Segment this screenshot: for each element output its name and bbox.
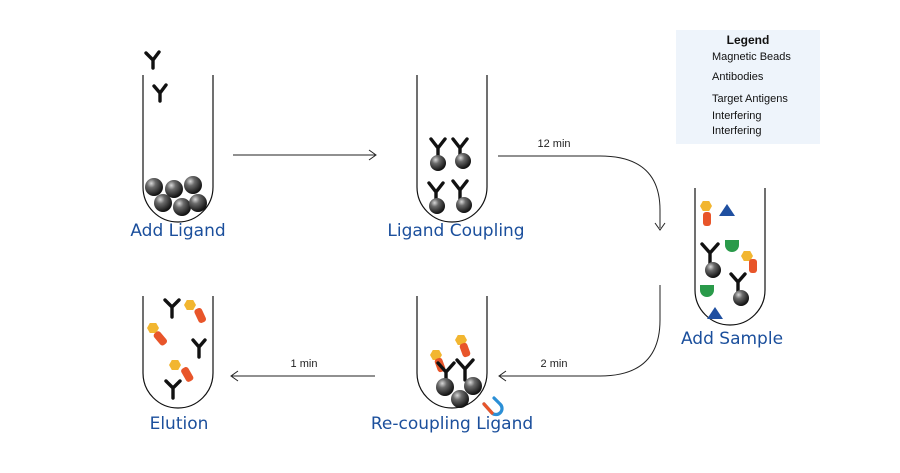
- bead-cluster: [145, 176, 207, 216]
- step-label-add-ligand: Add Ligand: [130, 221, 226, 241]
- tube-elution: [142, 296, 214, 409]
- tube-recoupling: [416, 296, 488, 409]
- bead-antibody-conjugates: [427, 137, 472, 214]
- arrow-label-12min: 12 min: [537, 138, 571, 150]
- antibody-free-2: [152, 83, 168, 103]
- legend: Legend Magnetic Beads Antibodies Target …: [676, 30, 820, 144]
- arrow-label-2min: 2 min: [540, 358, 568, 370]
- sample-contents: [700, 201, 757, 319]
- elution-contents: [147, 298, 207, 400]
- tube-add-sample: [694, 188, 766, 326]
- tube-ligand-coupling: [416, 75, 488, 223]
- arrow-label-1min: 1 min: [290, 358, 318, 370]
- magnet-icon: [482, 396, 504, 417]
- antibody-free-1: [144, 50, 161, 70]
- step-label-add-sample: Add Sample: [680, 329, 784, 349]
- tube-add-ligand: [142, 75, 214, 223]
- step-label-ligand-coupling: Ligand Coupling: [387, 221, 525, 241]
- arrow-coupling-to-sample: [498, 155, 666, 231]
- recoupling-contents: [430, 335, 482, 408]
- arrow-add-to-coupling: [233, 149, 377, 161]
- arrow-sample-to-recoupling: [498, 285, 661, 382]
- step-label-recoupling: Re-coupling Ligand: [370, 414, 534, 434]
- arrow-recoupling-to-elution: [230, 370, 375, 382]
- legend-title: Legend: [726, 33, 770, 47]
- step-label-elution: Elution: [149, 414, 209, 434]
